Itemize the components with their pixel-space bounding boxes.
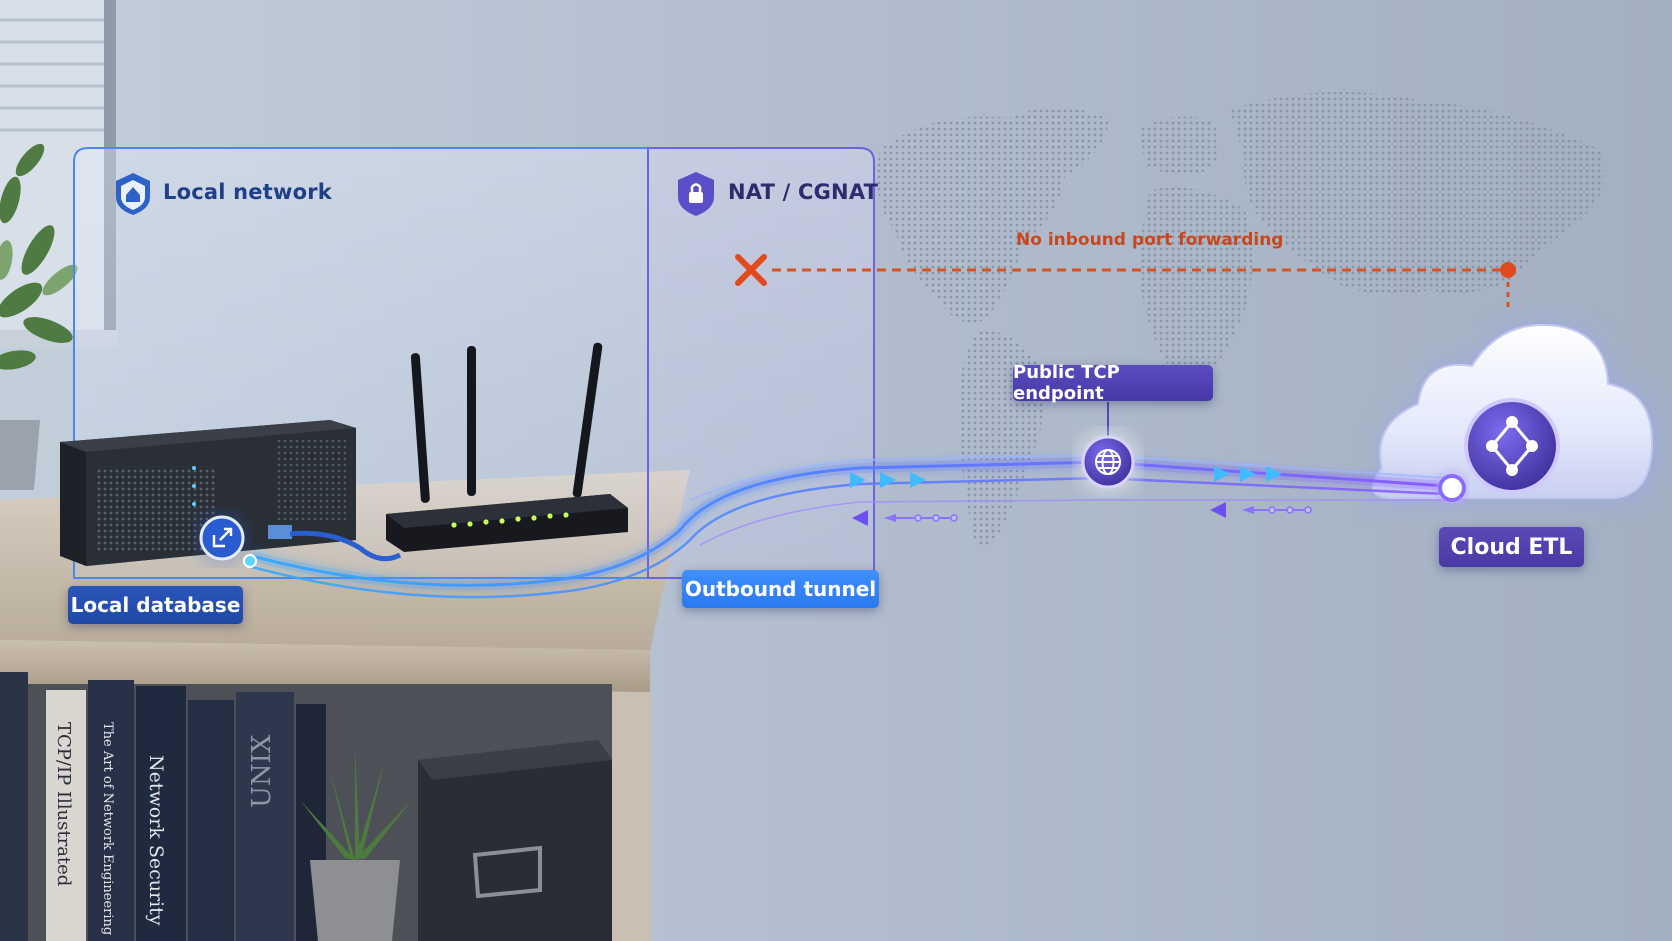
book-title-network-security: Network Security bbox=[145, 755, 167, 926]
outbound-arrows bbox=[850, 466, 1282, 488]
lock-shield-icon bbox=[678, 172, 714, 216]
tunnel-start-dot bbox=[243, 554, 257, 568]
cloud-tunnel-endpoint bbox=[1438, 474, 1466, 502]
book-title-unix: UNIX bbox=[247, 734, 277, 808]
graph-nodes-icon bbox=[1464, 398, 1560, 494]
router bbox=[289, 342, 628, 562]
return-arrows bbox=[852, 502, 1312, 526]
bookshelf bbox=[0, 672, 612, 941]
zone-nat-cgnat bbox=[647, 147, 875, 579]
outbound-tunnel bbox=[247, 454, 1447, 599]
mini-server bbox=[60, 420, 356, 566]
blocked-inbound-path bbox=[772, 262, 1516, 312]
external-link-icon bbox=[197, 513, 247, 563]
home-shield-icon bbox=[116, 173, 150, 215]
globe-icon bbox=[1078, 432, 1138, 492]
book-title-art-network: The Art of Network Engineering bbox=[100, 722, 115, 935]
book-title-tcpip: TCP/IP Illustrated bbox=[53, 722, 74, 886]
book-spines: TCP/IP Illustrated The Art of Network En… bbox=[53, 722, 277, 935]
x-mark-icon bbox=[735, 254, 767, 286]
plant-left bbox=[0, 143, 78, 490]
